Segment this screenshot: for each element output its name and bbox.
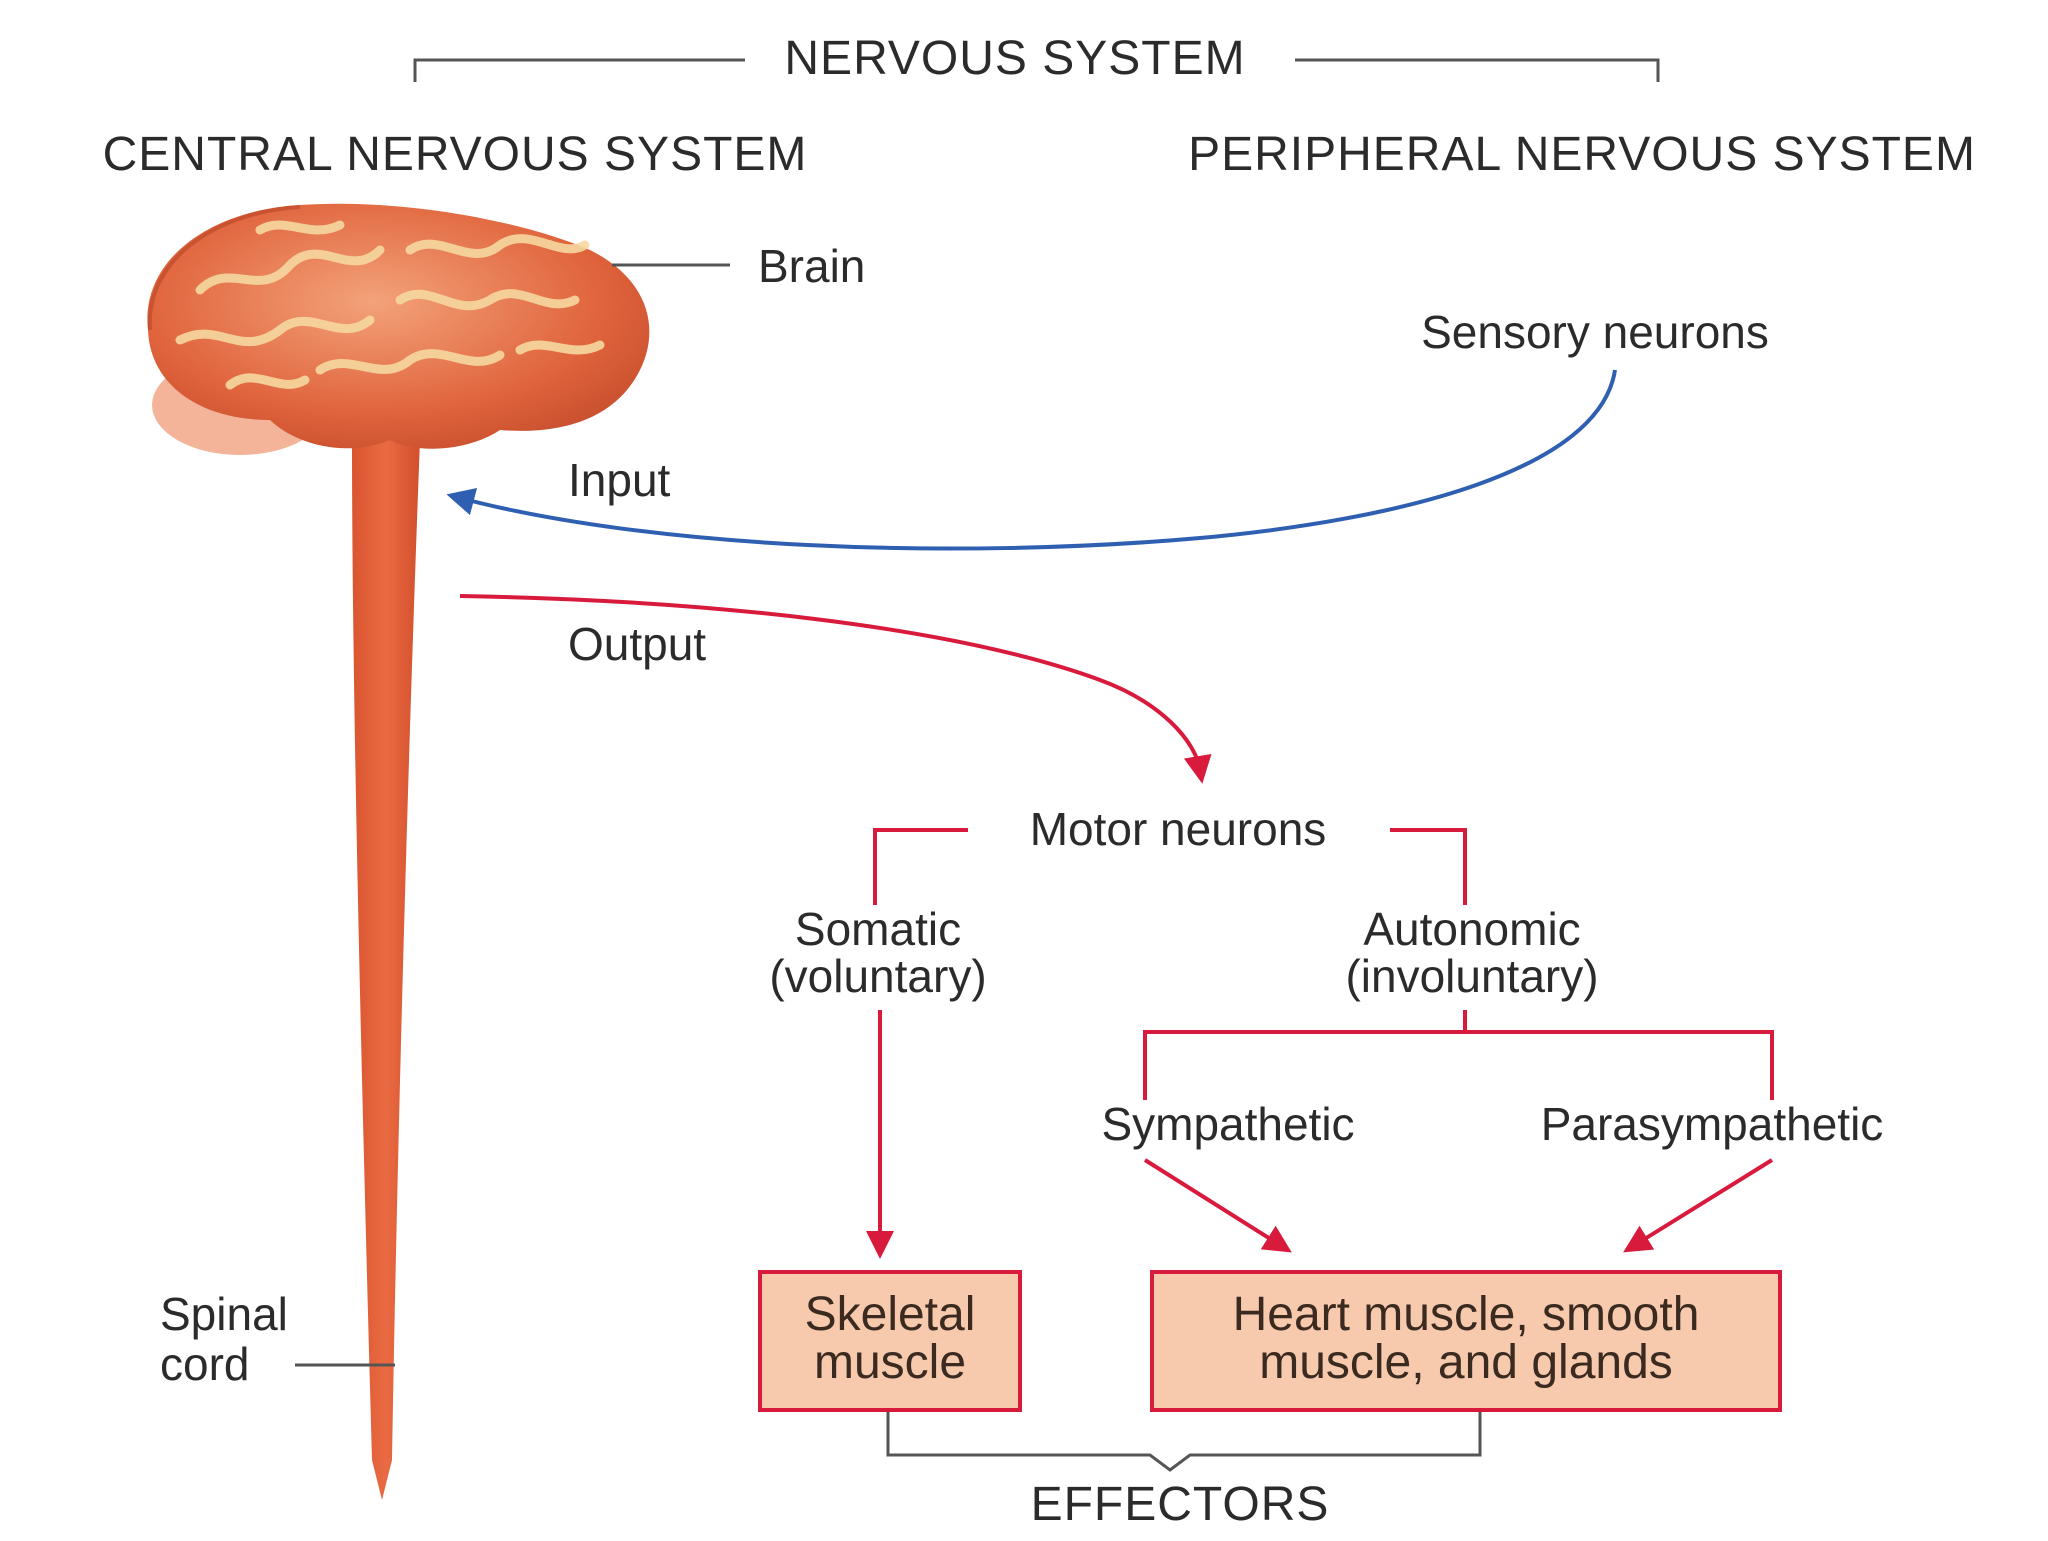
effectors-label: EFFECTORS [1031, 1478, 1330, 1531]
sensory-neurons-label: Sensory neurons [1421, 306, 1769, 358]
effectors-bracket [886, 1412, 1482, 1472]
sympathetic-arrow [1143, 1158, 1292, 1253]
central-nervous-system-label: CENTRAL NERVOUS SYSTEM [103, 128, 808, 181]
spinal-cord-sublabel: cord [160, 1338, 249, 1390]
somatic-label: Somatic [795, 903, 961, 955]
autonomic-label: Autonomic [1363, 903, 1580, 955]
heart-muscle-box [1150, 1270, 1782, 1412]
skeletal-muscle-label: Skeletal [805, 1288, 976, 1341]
input-arrow [446, 369, 1617, 551]
parasympathetic-label: Parasympathetic [1541, 1098, 1884, 1150]
spinal-cord-icon [352, 440, 420, 1500]
somatic-sublabel: (voluntary) [769, 950, 986, 1002]
nervous-system-title: NERVOUS SYSTEM [784, 32, 1245, 85]
motor-neurons-bracket [873, 828, 1467, 905]
parasympathetic-arrow [1623, 1158, 1774, 1253]
skeletal-muscle-sublabel: muscle [814, 1336, 966, 1389]
sympathetic-label: Sympathetic [1101, 1098, 1354, 1150]
output-arrow [459, 594, 1212, 784]
brain-label: Brain [758, 240, 865, 292]
spinal-cord-label: Spinal [160, 1288, 288, 1340]
autonomic-sublabel: (involuntary) [1345, 950, 1598, 1002]
heart-muscle-label: Heart muscle, smooth [1233, 1288, 1700, 1341]
peripheral-nervous-system-label: PERIPHERAL NERVOUS SYSTEM [1188, 128, 1976, 181]
motor-neurons-label: Motor neurons [1030, 803, 1327, 855]
heart-muscle-sublabel: muscle, and glands [1259, 1336, 1673, 1389]
skeletal-muscle-box [758, 1270, 1022, 1412]
output-label: Output [568, 618, 706, 670]
brain-icon [147, 203, 650, 455]
nervous-system-bracket [413, 58, 1660, 82]
input-label: Input [568, 454, 671, 506]
autonomic-bracket [1143, 1010, 1774, 1100]
